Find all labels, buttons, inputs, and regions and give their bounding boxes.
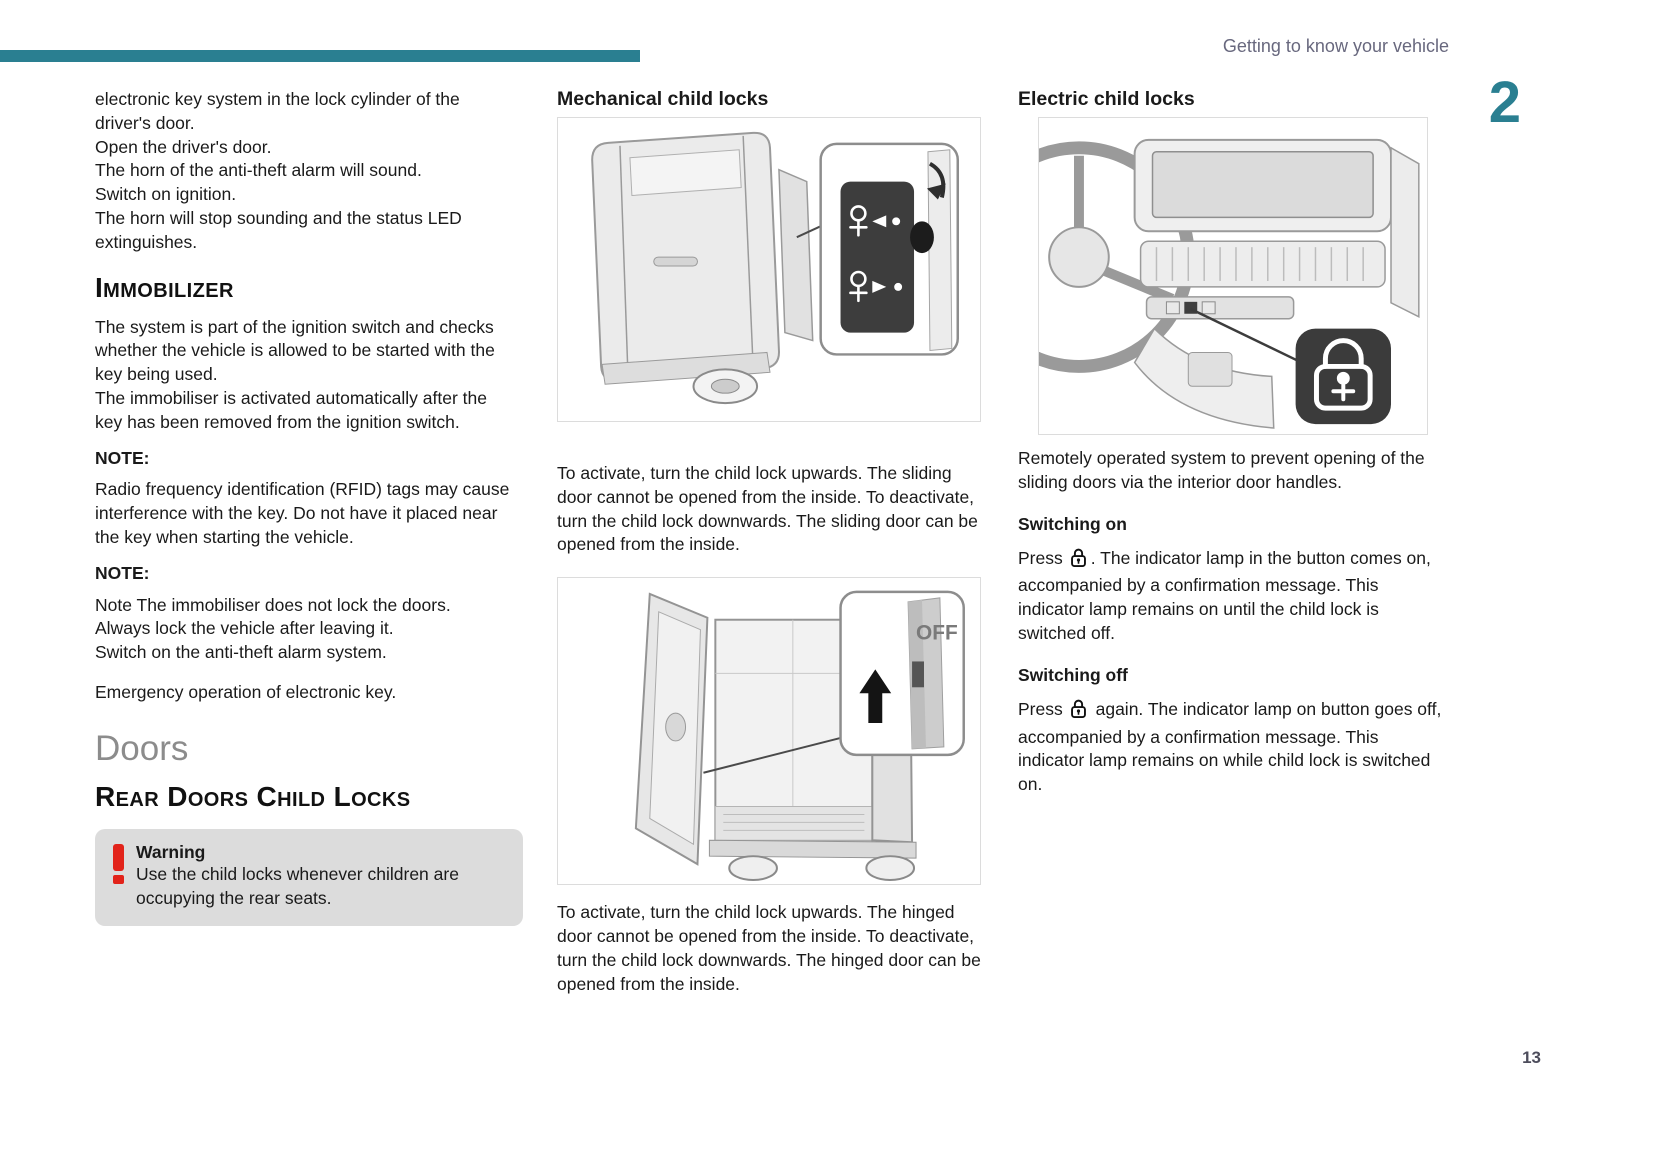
off-label: OFF xyxy=(916,622,958,645)
switching-on-heading: Switching on xyxy=(1018,513,1127,534)
press-label: Press xyxy=(1018,547,1063,568)
chapter-number: 2 xyxy=(1488,70,1521,135)
switching-on-paragraph: Press. The indicator lamp in the button … xyxy=(1018,547,1448,646)
emergency-line: Emergency operation of electronic key. xyxy=(95,681,397,702)
hinged-door-paragraph: To activate, turn the child lock upwards… xyxy=(557,902,981,994)
top-accent-bar xyxy=(0,50,640,62)
van-hinged-door-child-lock-illustration: OFF xyxy=(557,577,981,886)
column-right: Electric child locks xyxy=(1018,88,1448,797)
immobilizer-heading: Immobilizer xyxy=(95,271,234,303)
note-body-1: Radio frequency identification (RFID) ta… xyxy=(95,479,510,547)
child-lock-icon xyxy=(1069,698,1088,726)
page-number: 13 xyxy=(1522,1048,1541,1067)
warning-exclamation-icon xyxy=(109,843,127,890)
electric-child-locks-heading: Electric child locks xyxy=(1018,88,1195,110)
child-lock-icon xyxy=(1069,547,1088,575)
switching-off-paragraph: Press again. The indicator lamp on butto… xyxy=(1018,698,1448,797)
section-title: Getting to know your vehicle xyxy=(1222,36,1449,56)
column-middle: Mechanical child locks xyxy=(557,88,981,996)
switching-off-heading: Switching off xyxy=(1018,664,1128,685)
intro-paragraph: electronic key system in the lock cylind… xyxy=(95,89,462,252)
note-body-2: Note The immobiliser does not lock the d… xyxy=(95,594,451,663)
rear-doors-child-locks-heading: Rear Doors Child Locks xyxy=(95,780,411,812)
mechanical-child-locks-heading: Mechanical child locks xyxy=(557,88,769,110)
doors-heading: Doors xyxy=(95,728,189,768)
sliding-door-paragraph: To activate, turn the child lock upwards… xyxy=(557,463,978,555)
dashboard-electric-child-lock-illustration xyxy=(1038,117,1428,435)
press-label: Press xyxy=(1018,698,1063,719)
switching-off-body: again. The indicator lamp on button goes… xyxy=(1018,698,1442,795)
van-sliding-door-child-lock-illustration xyxy=(557,117,981,422)
remote-system-paragraph: Remotely operated system to prevent open… xyxy=(1018,448,1425,492)
note-label-1: NOTE: xyxy=(95,447,150,468)
warning-title: Warning xyxy=(136,841,206,862)
immobilizer-paragraph: The system is part of the ignition switc… xyxy=(95,316,495,432)
note-label-2: NOTE: xyxy=(95,562,150,583)
switching-on-body: . The indicator lamp in the button comes… xyxy=(1018,547,1431,643)
column-left: electronic key system in the lock cylind… xyxy=(95,88,523,927)
warning-box: Warning Use the child locks whenever chi… xyxy=(95,828,523,927)
warning-body: Use the child locks whenever children ar… xyxy=(136,863,459,908)
